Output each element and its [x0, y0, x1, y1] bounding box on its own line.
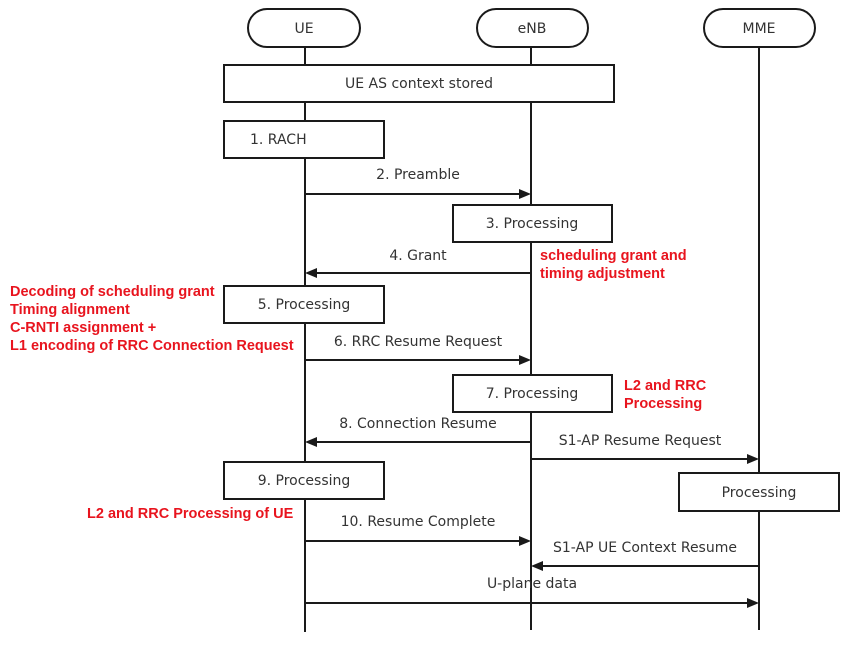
arrowhead-right-icon — [519, 355, 531, 365]
ue-l2-annotation: L2 and RRC Processing of UE — [87, 505, 293, 523]
participant-mme-label: MME — [742, 21, 775, 37]
preamble-message: 2. Preamble — [305, 167, 531, 199]
arrowhead-right-icon — [747, 598, 759, 608]
connection-resume-message: 8. Connection Resume — [305, 416, 531, 447]
participant-enb: eNB — [476, 8, 589, 48]
processing-7-label: 7. Processing — [486, 386, 579, 402]
s1ap-resume-request-label: S1-AP Resume Request — [559, 433, 722, 449]
enb-processing-annotation-line: Processing — [624, 396, 703, 412]
ue-l2-annotation-line: L2 and RRC Processing of UE — [87, 506, 294, 522]
arrowhead-right-icon — [519, 536, 531, 546]
mme-processing-label: Processing — [722, 485, 797, 501]
grant-annotation-line: timing adjustment — [540, 266, 665, 282]
context-stored-label: UE AS context stored — [345, 76, 493, 92]
participant-enb-label: eNB — [518, 21, 547, 37]
processing-9-label: 9. Processing — [258, 473, 351, 489]
s1ap-ue-context-resume-message: S1-AP UE Context Resume — [531, 540, 759, 571]
participant-ue-label: UE — [294, 21, 313, 37]
grant-annotation-line: scheduling grant and — [540, 248, 687, 264]
rach-box: 1. RACH — [223, 120, 385, 159]
enb-processing-annotation: L2 and RRC Processing — [624, 377, 706, 413]
grant-label: 4. Grant — [389, 248, 447, 264]
arrowhead-left-icon — [305, 268, 317, 278]
rrc-resume-request-message: 6. RRC Resume Request — [305, 334, 531, 365]
processing-3-box: 3. Processing — [452, 204, 613, 243]
participant-ue: UE — [247, 8, 361, 48]
ue-processing-annotation-line: L1 encoding of RRC Connection Request — [10, 338, 294, 354]
enb-processing-annotation-line: L2 and RRC — [624, 378, 707, 394]
processing-5-box: 5. Processing — [223, 285, 385, 324]
grant-annotation: scheduling grant and timing adjustment — [540, 247, 687, 283]
rach-label: 1. RACH — [250, 132, 307, 148]
processing-3-label: 3. Processing — [486, 216, 579, 232]
mme-processing-box: Processing — [678, 472, 840, 512]
preamble-label: 2. Preamble — [376, 167, 460, 183]
uplane-data-message: U-plane data — [305, 576, 759, 608]
ue-processing-annotation-line: Timing alignment — [10, 302, 130, 318]
uplane-data-label: U-plane data — [487, 576, 577, 592]
ue-processing-annotation-line: C-RNTI assignment + — [10, 320, 157, 336]
processing-9-box: 9. Processing — [223, 461, 385, 500]
arrowhead-right-icon — [747, 454, 759, 464]
rrc-resume-request-label: 6. RRC Resume Request — [334, 334, 503, 350]
resume-complete-message: 10. Resume Complete — [305, 514, 531, 546]
processing-5-label: 5. Processing — [258, 297, 351, 313]
resume-complete-label: 10. Resume Complete — [341, 514, 496, 530]
grant-message: 4. Grant — [305, 248, 531, 278]
arrowhead-left-icon — [531, 561, 543, 571]
s1ap-resume-request-message: S1-AP Resume Request — [531, 433, 759, 464]
arrowhead-right-icon — [519, 189, 531, 199]
s1ap-ue-context-resume-label: S1-AP UE Context Resume — [553, 540, 737, 556]
ue-processing-annotation-line: Decoding of scheduling grant — [10, 284, 215, 300]
ue-processing-annotation: Decoding of scheduling grant Timing alig… — [10, 283, 294, 355]
connection-resume-label: 8. Connection Resume — [339, 416, 497, 432]
processing-7-box: 7. Processing — [452, 374, 613, 413]
arrowhead-left-icon — [305, 437, 317, 447]
participant-mme: MME — [703, 8, 816, 48]
context-stored-box: UE AS context stored — [223, 64, 615, 103]
